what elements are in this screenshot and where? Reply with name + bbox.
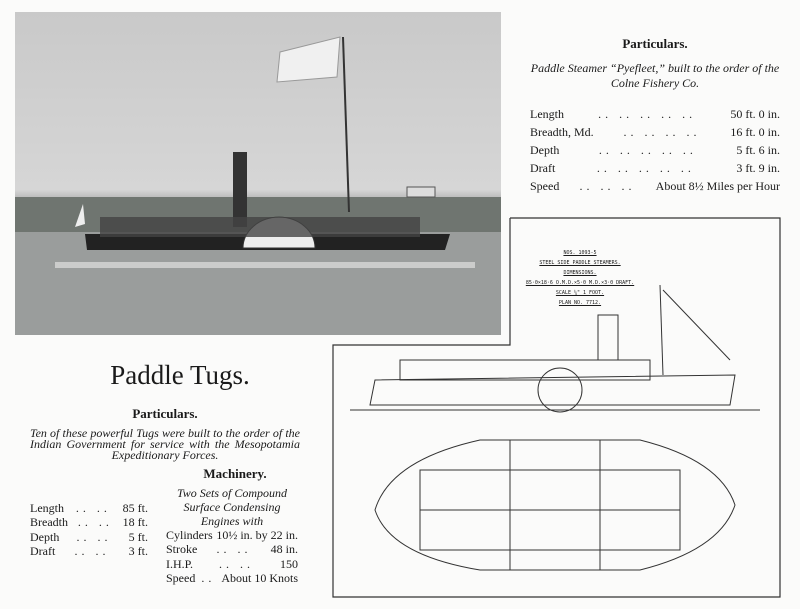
spec-value: 3 ft. 9 in. — [736, 160, 780, 175]
side-elevation — [350, 284, 760, 413]
spec-label: Depth — [530, 142, 560, 157]
spec-leader-dots: .. .. .. .. .. — [598, 106, 697, 121]
spec-value: 5 ft. — [128, 529, 148, 544]
tugs-dimension-table: Length.. ..85 ft.Breadth.. ..18 ft.Depth… — [30, 501, 148, 559]
spec-label: Draft — [30, 544, 56, 559]
spec-value: 5 ft. 6 in. — [736, 142, 780, 157]
spec-leader-dots: .. .. — [219, 556, 254, 571]
spec-leader-dots: .. .. .. .. — [623, 124, 701, 139]
page-title: Paddle Tugs. — [110, 360, 250, 390]
spec-value: 10½ in. by 22 in. — [216, 527, 298, 542]
spec-row: Speed .. .. .. About 8½ Miles per Hour — [530, 177, 780, 195]
spec-row: Depth .. .. 5 ft. — [30, 530, 148, 545]
spec-value: 150 — [280, 556, 298, 571]
spec-row: Length .. .. 85 ft. — [30, 501, 148, 516]
pyefleet-heading: Particulars. — [622, 36, 688, 51]
pyefleet-description: Paddle Steamer “Pyefleet,” built to the … — [530, 61, 780, 90]
machinery-block: Two Sets of Compound Surface Condensing … — [166, 486, 298, 586]
spec-value: 48 in. — [270, 542, 298, 557]
spec-value: 50 ft. 0 in. — [730, 106, 780, 121]
plan-caption-line: PLAN NO. 7712. — [558, 300, 602, 306]
spec-leader-dots: .. — [201, 571, 216, 586]
deck-plan — [374, 439, 736, 571]
spec-label: Stroke — [166, 542, 198, 557]
spec-label: Depth — [30, 529, 60, 544]
spec-label: Length — [530, 106, 564, 121]
pyefleet-particulars: Particulars. Paddle Steamer “Pyefleet,” … — [530, 36, 780, 195]
spec-row: Speed.. About 10 Knots — [166, 571, 298, 587]
tugs-particulars: Particulars. Ten of these powerful Tugs … — [30, 406, 300, 461]
spec-label: Speed — [530, 178, 560, 193]
spec-row: Length .. .. .. .. .. 50 ft. 0 in. — [530, 105, 780, 123]
paddle-steamer-photo — [15, 12, 501, 335]
spec-label: Breadth, Md. — [530, 124, 594, 139]
spec-value: 18 ft. — [122, 515, 148, 530]
spec-value: 85 ft. — [122, 500, 148, 515]
spec-label: Length — [30, 500, 64, 515]
spec-label: Cylinders — [166, 527, 213, 542]
tugs-description: Ten of these powerful Tugs were built to… — [30, 426, 300, 462]
spec-label: I.H.P. — [166, 556, 194, 571]
spec-row: Stroke .. .. 48 in. — [166, 542, 298, 558]
spec-leader-dots: .. .. .. .. .. — [596, 160, 695, 175]
spec-value: About 10 Knots — [221, 571, 298, 586]
spec-row: Breadth, Md. .. .. .. .. 16 ft. 0 in. — [530, 123, 780, 141]
spec-leader-dots: .. .. .. — [579, 178, 636, 193]
machinery-heading: Machinery. — [203, 466, 267, 481]
spec-label: Breadth — [30, 515, 68, 530]
machinery-intro: Two Sets of Compound Surface Condensing … — [176, 486, 288, 528]
plan-caption-line: SCALE ¼" 1 FOOT. — [555, 290, 605, 296]
spec-label: Draft — [530, 160, 556, 175]
spec-leader-dots: .. .. — [74, 544, 110, 559]
spec-leader-dots: .. .. — [75, 500, 111, 515]
spec-row: Breadth .. .. 18 ft. — [30, 515, 148, 531]
spec-leader-dots: .. .. — [216, 542, 252, 557]
spec-row: I.H.P. .. .. 150 — [166, 557, 298, 572]
spec-value: About 8½ Miles per Hour — [655, 178, 780, 193]
spec-row: Draft .. .. .. .. .. 3 ft. 9 in. — [530, 159, 780, 177]
spec-value: 3 ft. — [128, 544, 148, 559]
spec-label: Speed — [166, 571, 196, 586]
plan-caption-line: DIMENSIONS. — [563, 270, 597, 276]
spec-row: Depth .. .. .. .. .. 5 ft. 6 in. — [530, 141, 780, 159]
plan-caption-line: 85·0×18·6 O.M.D.×5·0 M.D.×3·0 DRAFT. — [525, 280, 635, 286]
plan-drawing — [332, 217, 781, 598]
spec-value: 16 ft. 0 in. — [730, 124, 780, 139]
spec-leader-dots: .. .. — [76, 529, 112, 544]
spec-leader-dots: .. .. .. .. .. — [598, 142, 697, 157]
spec-row: Draft .. .. 3 ft. — [30, 544, 148, 560]
spec-leader-dots: .. .. — [77, 515, 113, 530]
plan-caption-line: STEEL SIDE PADDLE STEAMERS. — [539, 260, 621, 266]
plan-caption-line: NOS. 1093-5 — [563, 250, 597, 256]
tugs-heading: Particulars. — [132, 406, 198, 421]
